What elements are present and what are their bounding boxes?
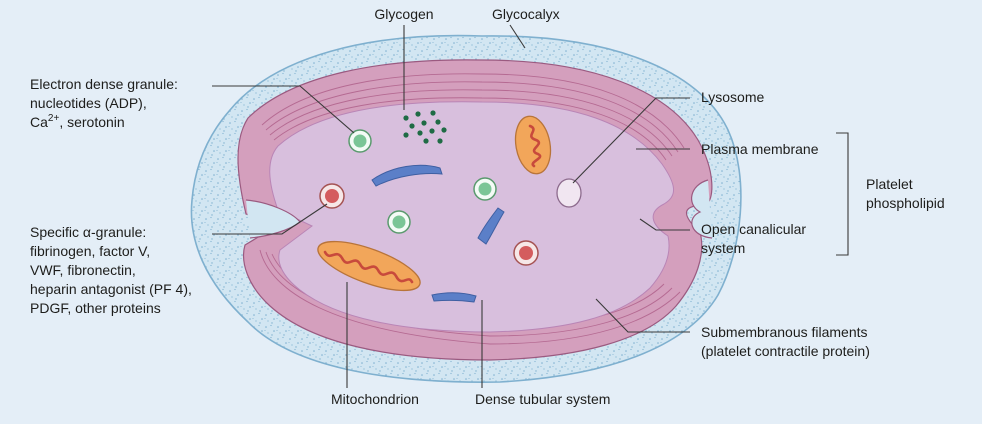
label-glycocalyx: Glycocalyx <box>492 6 560 22</box>
label-submembranous-1: Submembranous filaments <box>701 324 868 340</box>
label-lysosome: Lysosome <box>701 89 765 105</box>
mitochondrion-lower <box>317 240 421 292</box>
label-specific-granule-1: Specific α-granule: <box>30 224 146 240</box>
open-canalicular-notch-right <box>691 179 713 239</box>
label-platelet-phospholipid-1: Platelet <box>866 176 913 192</box>
specific-alpha-granules <box>319 183 539 266</box>
leader-lines <box>212 24 849 388</box>
label-platelet-phospholipid-2: phospholipid <box>866 195 945 211</box>
label-submembranous-2: (platelet contractile protein) <box>701 343 870 359</box>
label-open-canalicular-1: Open canalicular <box>701 221 806 237</box>
label-specific-granule-2: fibrinogen, factor V, <box>30 243 150 259</box>
label-specific-granule-3: VWF, fibronectin, <box>30 262 136 278</box>
label-electron-dense-2: nucleotides (ADP), <box>30 95 147 111</box>
label-electron-dense-1: Electron dense granule: <box>30 76 178 92</box>
label-mitochondrion: Mitochondrion <box>331 391 419 407</box>
label-specific-granule-4: heparin antagonist (PF 4), <box>30 281 192 297</box>
label-open-canalicular-2: system <box>701 240 745 256</box>
label-dense-tubular: Dense tubular system <box>475 391 610 407</box>
mitochondrion-upper <box>514 115 552 175</box>
label-specific-granule-5: PDGF, other proteins <box>30 300 161 316</box>
label-electron-dense-3: Ca2+, serotonin <box>30 113 125 130</box>
electron-dense-granules <box>348 129 497 234</box>
glycogen-particles <box>403 110 447 144</box>
label-glycogen: Glycogen <box>374 6 433 22</box>
lysosome-body <box>556 178 582 208</box>
dense-tubular-rods <box>371 164 505 303</box>
label-plasma-membrane: Plasma membrane <box>701 141 819 157</box>
